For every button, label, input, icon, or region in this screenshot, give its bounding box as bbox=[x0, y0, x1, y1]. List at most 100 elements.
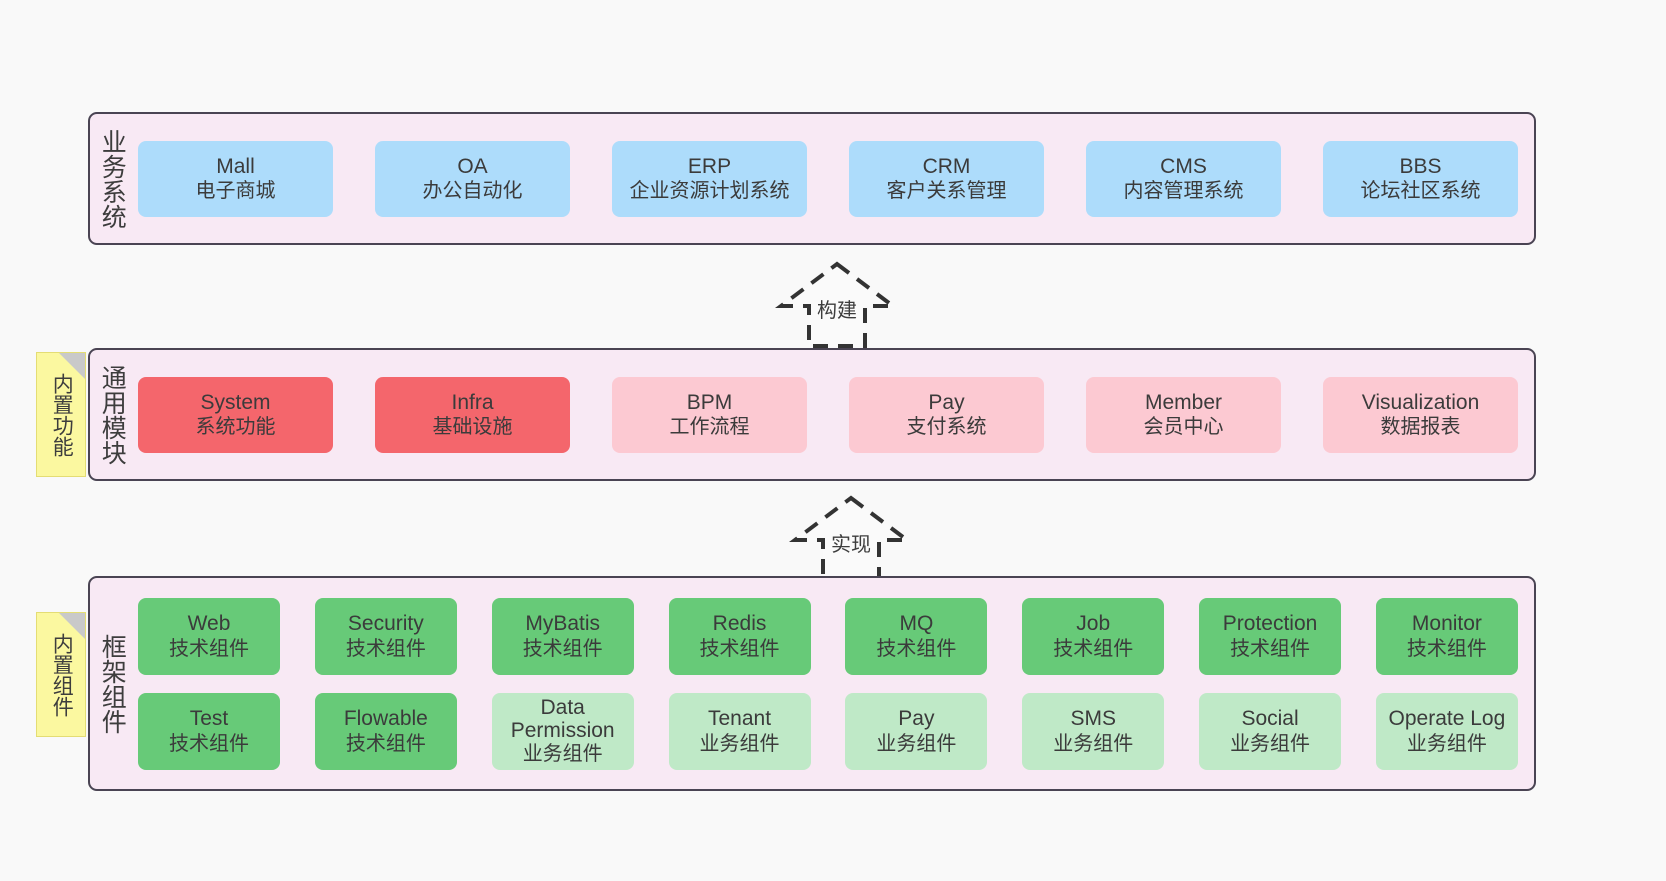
node-row: Test 技术组件 Flowable 技术组件 Data Permission … bbox=[138, 692, 1518, 770]
node-title: Test bbox=[189, 707, 229, 730]
connector-implement: 实现 bbox=[776, 492, 926, 586]
note-builtin-features: 内置功能 bbox=[36, 352, 86, 477]
node-bpm[interactable]: BPM 工作流程 bbox=[612, 376, 807, 453]
node-title: Redis bbox=[712, 612, 767, 635]
node-title: MyBatis bbox=[525, 612, 601, 635]
node-subtitle: 客户关系管理 bbox=[886, 180, 1007, 203]
node-subtitle: 业务组件 bbox=[699, 732, 780, 755]
node-subtitle: 技术组件 bbox=[522, 637, 603, 660]
node-subtitle: 技术组件 bbox=[699, 637, 780, 660]
node-erp[interactable]: ERP 企业资源计划系统 bbox=[612, 140, 807, 217]
layer-title-business-system: 业务系统 bbox=[98, 128, 127, 229]
node-infra[interactable]: Infra 基础设施 bbox=[375, 376, 570, 453]
node-subtitle: 会员中心 bbox=[1143, 416, 1224, 439]
node-title: SMS bbox=[1070, 707, 1116, 730]
node-title: Web bbox=[187, 612, 231, 635]
node-operate-log[interactable]: Operate Log 业务组件 bbox=[1375, 692, 1518, 770]
connector-build: 构建 bbox=[762, 258, 912, 352]
node-title: CRM bbox=[922, 154, 971, 178]
node-flowable[interactable]: Flowable 技术组件 bbox=[314, 692, 457, 770]
node-subtitle: 数据报表 bbox=[1380, 416, 1461, 439]
node-subtitle: 业务组件 bbox=[876, 732, 957, 755]
node-subtitle: 内容管理系统 bbox=[1123, 180, 1244, 203]
node-pay-component[interactable]: Pay 业务组件 bbox=[845, 692, 988, 770]
node-subtitle: 业务组件 bbox=[1406, 732, 1487, 755]
node-mybatis[interactable]: MyBatis 技术组件 bbox=[491, 597, 634, 675]
node-title: Job bbox=[1076, 612, 1111, 635]
node-title: ERP bbox=[687, 154, 732, 178]
node-security[interactable]: Security 技术组件 bbox=[314, 597, 457, 675]
node-title: CMS bbox=[1160, 154, 1207, 178]
node-subtitle: 电子商城 bbox=[195, 180, 276, 203]
node-title: Infra bbox=[451, 390, 494, 414]
layer-framework-component[interactable]: 框架组件 Web 技术组件 Security 技术组件 MyBatis 技术组件… bbox=[88, 576, 1536, 791]
node-subtitle: 企业资源计划系统 bbox=[629, 180, 790, 203]
layer-body-business-system: Mall 电子商城 OA 办公自动化 ERP 企业资源计划系统 CRM 客户关系… bbox=[134, 114, 1534, 243]
node-subtitle: 技术组件 bbox=[169, 732, 249, 755]
node-title: Data Permission bbox=[510, 695, 615, 742]
node-subtitle: 基础设施 bbox=[432, 416, 513, 439]
node-title: Operate Log bbox=[1388, 707, 1506, 730]
node-social[interactable]: Social 业务组件 bbox=[1199, 692, 1342, 770]
node-protection[interactable]: Protection 技术组件 bbox=[1199, 597, 1342, 675]
node-visualization[interactable]: Visualization 数据报表 bbox=[1323, 376, 1518, 453]
node-subtitle: 业务组件 bbox=[1230, 732, 1311, 755]
node-sms[interactable]: SMS 业务组件 bbox=[1022, 692, 1165, 770]
node-title: BBS bbox=[1399, 154, 1442, 178]
node-subtitle: 技术组件 bbox=[1053, 637, 1134, 660]
node-mall[interactable]: Mall 电子商城 bbox=[138, 140, 333, 217]
node-subtitle: 支付系统 bbox=[906, 416, 987, 439]
node-subtitle: 业务组件 bbox=[522, 742, 603, 765]
node-crm[interactable]: CRM 客户关系管理 bbox=[849, 140, 1044, 217]
node-title: Member bbox=[1144, 390, 1223, 414]
node-title: OA bbox=[457, 154, 488, 178]
layer-common-module[interactable]: 通用模块 System 系统功能 Infra 基础设施 BPM 工作流程 Pay bbox=[88, 348, 1536, 481]
node-cms[interactable]: CMS 内容管理系统 bbox=[1086, 140, 1281, 217]
node-title: Security bbox=[347, 612, 424, 635]
node-title: System bbox=[200, 390, 271, 414]
node-subtitle: 技术组件 bbox=[345, 637, 426, 660]
note-builtin-components: 内置组件 bbox=[36, 612, 86, 737]
node-member[interactable]: Member 会员中心 bbox=[1086, 376, 1281, 453]
node-subtitle: 办公自动化 bbox=[422, 180, 523, 203]
layer-title-common-module: 通用模块 bbox=[98, 364, 127, 465]
node-redis[interactable]: Redis 技术组件 bbox=[668, 597, 811, 675]
node-title: Pay bbox=[898, 707, 935, 730]
node-web[interactable]: Web 技术组件 bbox=[138, 597, 280, 675]
node-title: Social bbox=[1241, 707, 1299, 730]
layer-title-framework-component: 框架组件 bbox=[98, 633, 127, 734]
layer-business-system[interactable]: 业务系统 Mall 电子商城 OA 办公自动化 ERP 企业资源计划系统 CRM bbox=[88, 112, 1536, 245]
node-monitor[interactable]: Monitor 技术组件 bbox=[1375, 597, 1518, 675]
node-title: Visualization bbox=[1361, 390, 1480, 414]
node-subtitle: 技术组件 bbox=[345, 732, 426, 755]
node-title: Monitor bbox=[1411, 612, 1482, 635]
node-tenant[interactable]: Tenant 业务组件 bbox=[668, 692, 811, 770]
node-subtitle: 技术组件 bbox=[876, 637, 957, 660]
node-pay[interactable]: Pay 支付系统 bbox=[849, 376, 1044, 453]
node-subtitle: 业务组件 bbox=[1053, 732, 1134, 755]
node-subtitle: 技术组件 bbox=[1230, 637, 1311, 660]
node-title: BPM bbox=[686, 390, 733, 414]
node-title: MQ bbox=[899, 612, 934, 635]
node-bbs[interactable]: BBS 论坛社区系统 bbox=[1323, 140, 1518, 217]
node-row: System 系统功能 Infra 基础设施 BPM 工作流程 Pay 支付系统… bbox=[138, 376, 1518, 453]
node-subtitle: 技术组件 bbox=[169, 637, 249, 660]
node-subtitle: 论坛社区系统 bbox=[1360, 180, 1481, 203]
layer-body-common-module: System 系统功能 Infra 基础设施 BPM 工作流程 Pay 支付系统… bbox=[134, 350, 1534, 479]
node-system[interactable]: System 系统功能 bbox=[138, 376, 333, 453]
node-title: Flowable bbox=[343, 707, 428, 730]
node-row: Web 技术组件 Security 技术组件 MyBatis 技术组件 Redi… bbox=[138, 597, 1518, 675]
node-job[interactable]: Job 技术组件 bbox=[1022, 597, 1165, 675]
node-title: Protection bbox=[1222, 612, 1318, 635]
node-data-permission[interactable]: Data Permission 业务组件 bbox=[491, 692, 634, 770]
node-test[interactable]: Test 技术组件 bbox=[138, 692, 280, 770]
node-subtitle: 技术组件 bbox=[1406, 637, 1487, 660]
node-title: Pay bbox=[928, 390, 965, 414]
node-oa[interactable]: OA 办公自动化 bbox=[375, 140, 570, 217]
node-mq[interactable]: MQ 技术组件 bbox=[845, 597, 988, 675]
node-subtitle: 系统功能 bbox=[195, 416, 276, 439]
node-title: Mall bbox=[216, 154, 255, 178]
layer-body-framework-component: Web 技术组件 Security 技术组件 MyBatis 技术组件 Redi… bbox=[134, 578, 1534, 789]
node-subtitle: 工作流程 bbox=[669, 416, 750, 439]
